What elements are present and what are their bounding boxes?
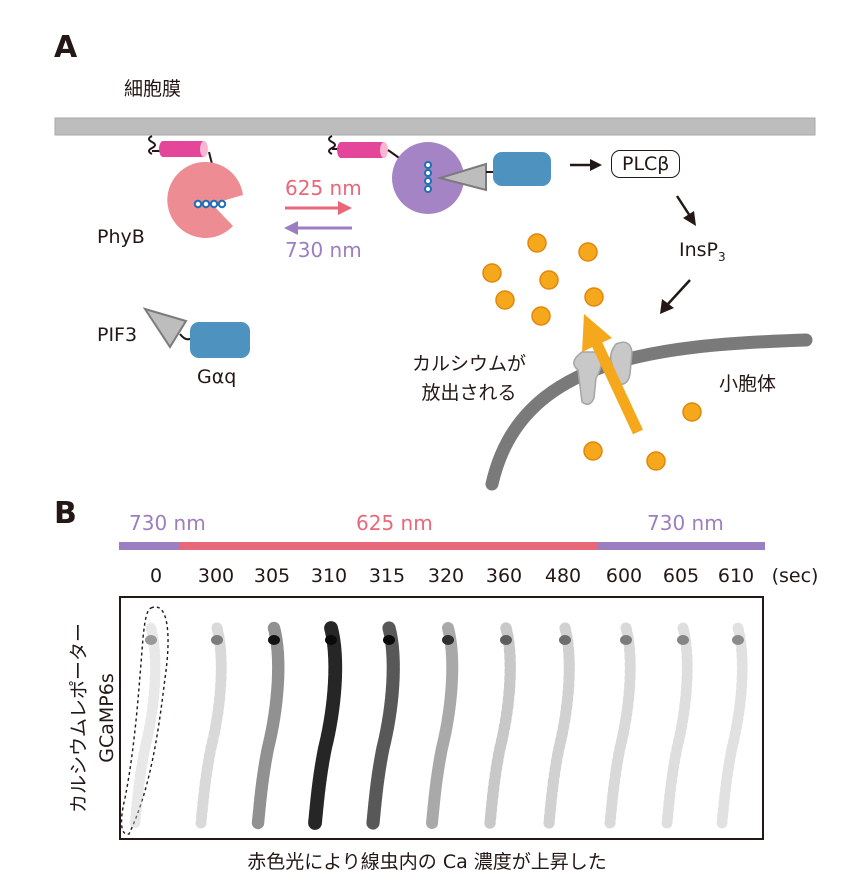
calcium-ions — [482, 233, 702, 471]
worm-head — [677, 635, 689, 645]
time-label: 610 — [717, 565, 755, 587]
time-label: 315 — [368, 565, 406, 587]
purple-light-arrow-head — [284, 221, 298, 235]
worm-head — [268, 635, 280, 645]
worm-head — [732, 635, 744, 645]
worm-head — [500, 635, 512, 645]
calcium-release-line1: カルシウムが — [412, 353, 527, 375]
pif3-free-triangle — [142, 307, 188, 349]
insp3-label: InsP3 — [679, 239, 726, 264]
panel-a-letter: A — [54, 30, 78, 65]
worm-frame — [251, 621, 285, 830]
cell-membrane — [54, 117, 816, 136]
reporter-label-line2: GCaMP6s — [96, 673, 118, 763]
calcium-ion — [527, 233, 547, 253]
time-label: 300 — [197, 565, 235, 587]
insp3-text: InsP — [679, 239, 719, 261]
worm-head — [211, 635, 223, 645]
worm-outline-dashed — [120, 606, 169, 835]
calcium-ion — [583, 441, 603, 461]
worm-head — [383, 635, 395, 645]
worm-head — [442, 635, 454, 645]
er-label: 小胞体 — [719, 373, 777, 395]
chromophore-dots-right — [424, 161, 432, 193]
worm-frame — [716, 622, 748, 829]
left-linker-cylinder — [159, 141, 208, 157]
calcium-ion — [646, 451, 666, 471]
image-strip-frame — [119, 596, 764, 840]
worm-frame — [661, 622, 693, 829]
light-bar-730-end — [598, 542, 765, 550]
calcium-release-label: カルシウムが 放出される — [412, 350, 526, 408]
worm-head — [559, 635, 571, 645]
galpha-to-plc-arrow-head — [590, 159, 602, 171]
calcium-release-line2: 放出される — [421, 382, 517, 404]
insp3-to-er-arrow-shaft — [667, 279, 691, 305]
wavelength-purple-label: 730 nm — [285, 238, 362, 262]
calcium-release-arrow-head — [582, 314, 612, 352]
red-light-arrow-head — [338, 201, 352, 215]
galpha-active-block — [493, 152, 551, 186]
time-label: 310 — [310, 565, 348, 587]
plc-to-insp3-arrow-head — [683, 211, 696, 226]
worm-frame — [129, 622, 161, 829]
right-anchor-squiggle — [328, 135, 336, 155]
calcium-ion — [682, 402, 702, 422]
time-label: 305 — [253, 565, 291, 587]
panel-b-caption: 赤色光により線虫内の Ca 濃度が上昇した — [247, 851, 607, 873]
time-label: 320 — [427, 565, 465, 587]
bar-label-625: 625 nm — [356, 511, 433, 535]
galpha-free-block — [190, 322, 250, 358]
light-bar-625 — [179, 542, 598, 550]
wavelength-red-label: 625 nm — [285, 176, 362, 200]
calcium-ion — [482, 263, 502, 283]
time-labels: 0 300 305 310 315 320 360 480 600 605 61… — [0, 565, 854, 593]
worm-frame — [426, 622, 459, 829]
membrane-label: 細胞膜 — [124, 78, 182, 100]
worm-frame — [484, 622, 516, 829]
galpha-label: Gαq — [197, 366, 237, 388]
reporter-label-line1: カルシウムレポーター — [68, 622, 90, 814]
worm-frame — [308, 621, 343, 830]
pif3-bound-triangle — [436, 162, 487, 192]
calcium-ion — [578, 242, 598, 262]
light-bar-730-start — [119, 542, 179, 550]
time-label: 0 — [149, 565, 163, 587]
bar-label-730-start: 730 nm — [129, 511, 206, 535]
worm-frame — [366, 621, 400, 830]
time-label: 600 — [605, 565, 643, 587]
insp3-subscript: 3 — [718, 249, 726, 264]
worm-head — [325, 635, 337, 645]
worm-frame — [543, 622, 575, 829]
phyb-label: PhyB — [97, 226, 145, 248]
pathway-diagram — [54, 117, 816, 491]
time-label: 360 — [485, 565, 523, 587]
worm-head — [145, 635, 157, 645]
right-linker-cylinder — [337, 142, 388, 158]
worm-head — [620, 635, 632, 645]
panel-b-letter: B — [54, 496, 77, 531]
calcium-release-arrow-shaft — [591, 339, 643, 435]
bar-label-730-end: 730 nm — [647, 511, 724, 535]
reporter-label: カルシウムレポーター GCaMP6s — [58, 598, 128, 838]
plc-box: PLCβ — [611, 150, 681, 178]
time-label: 480 — [544, 565, 582, 587]
calcium-ion — [531, 306, 551, 326]
calcium-ion — [495, 290, 515, 310]
plc-to-insp3-arrow-shaft — [675, 195, 692, 217]
worm-image-strip — [120, 606, 748, 835]
time-label: 605 — [662, 565, 700, 587]
worm-frame — [195, 622, 227, 829]
time-unit-label: (sec) — [771, 565, 819, 587]
pif3-label: PIF3 — [97, 324, 138, 346]
calcium-ion — [539, 270, 559, 290]
worm-frame — [604, 622, 636, 829]
calcium-ion — [584, 287, 604, 307]
chromophore-dots-left — [193, 199, 227, 209]
insp3-to-er-arrow-head — [660, 299, 674, 314]
left-anchor-squiggle — [148, 135, 156, 155]
